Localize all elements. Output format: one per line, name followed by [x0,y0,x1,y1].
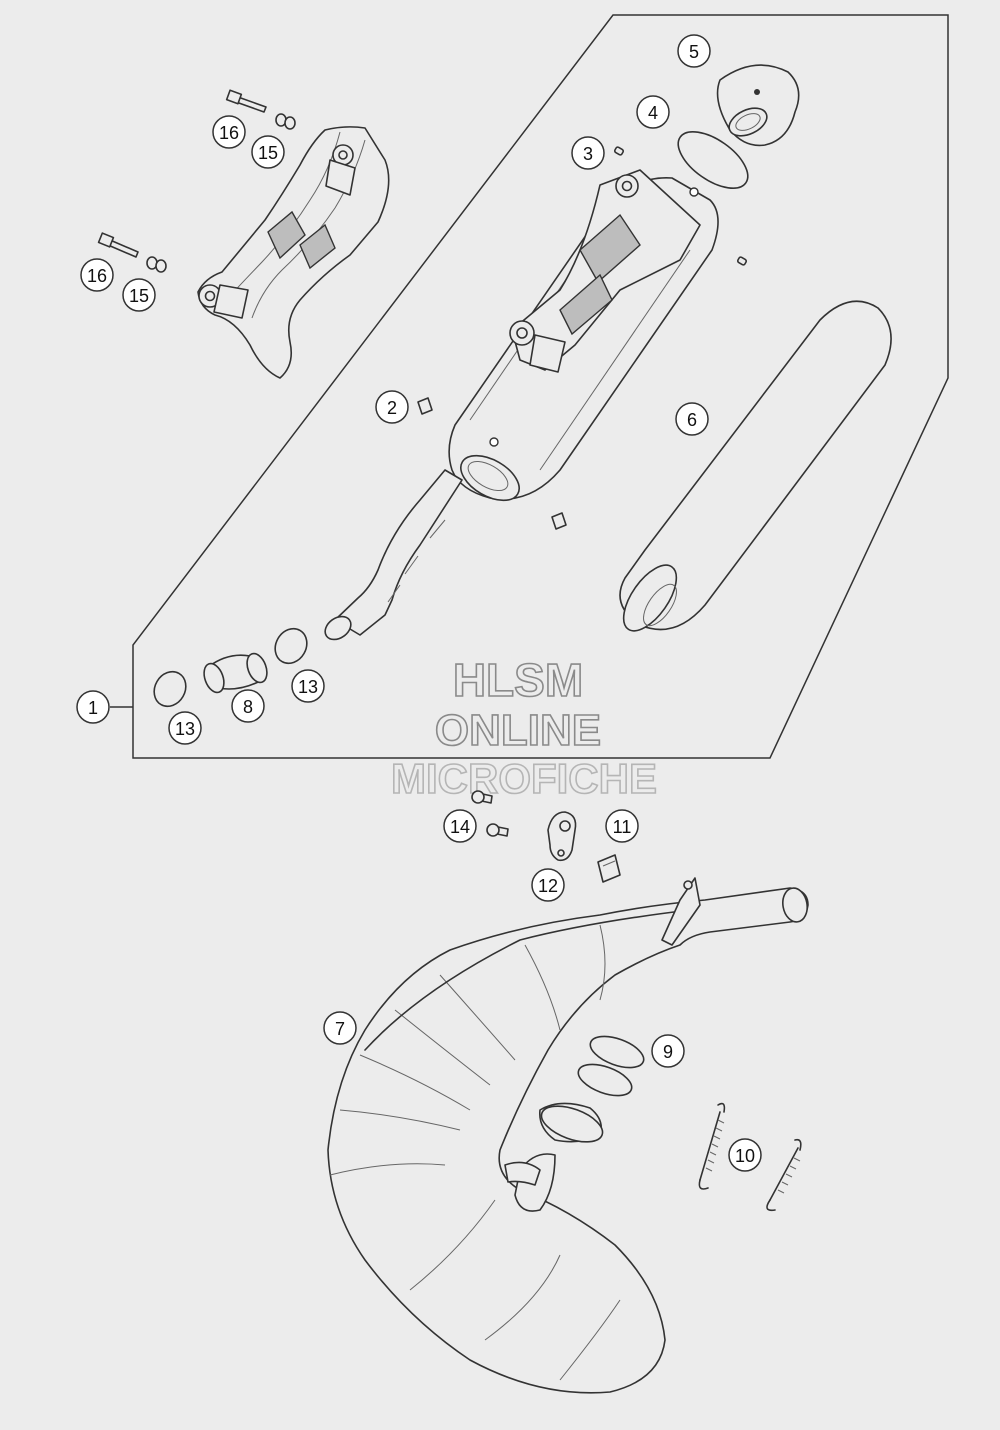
silencer-end-cap [716,64,800,147]
callout-label: 13 [298,677,318,697]
callout-label: 15 [258,143,278,163]
watermark-line-1: HLSM [453,654,583,706]
callout-c15a: 15 [251,135,285,169]
header-o-ring-upper [589,1035,645,1069]
callout-c13b: 13 [291,669,325,703]
watermark-line-2: ONLINE [435,706,601,755]
callout-circle [76,690,110,724]
heat-shield-part [197,126,390,379]
callout-circle [80,258,114,292]
callout-circle [375,390,409,424]
callout-label: 8 [243,697,253,717]
callout-circle [443,809,477,843]
callout-circle [291,669,325,703]
callout-circle [605,809,639,843]
callout-circle [636,95,670,129]
callout-label: 15 [129,286,149,306]
callout-c4: 4 [636,95,670,129]
callout-circle [251,135,285,169]
bolt-lower [97,232,139,258]
callout-circle [531,868,565,902]
callout-c6: 6 [675,402,709,436]
callout-circle [212,115,246,149]
watermark-line-3: MICROFICHE [391,755,657,802]
end-cap-gasket [677,131,749,189]
callout-label: 2 [387,398,397,418]
silencer-outer-sleeve [619,300,892,632]
callout-c16b: 16 [80,258,114,292]
callout-label: 6 [687,410,697,430]
callout-label: 10 [735,1146,755,1166]
assembly-group-outline [132,14,949,759]
callout-circle [728,1138,762,1172]
silencer-inlet-pipe [324,469,463,641]
callout-circle [651,1034,685,1068]
rivet-small [613,146,748,266]
callout-circle [675,402,709,436]
washers-upper [275,113,296,130]
silencer-body [448,169,719,502]
callout-label: 16 [87,266,107,286]
callout-label: 3 [583,144,593,164]
callout-circle [122,278,156,312]
callout-circle [571,136,605,170]
bolt-14 [471,790,509,837]
callout-label: 16 [219,123,239,143]
washers-lower [146,256,167,273]
callout-c3: 3 [571,136,605,170]
connecting-sleeve [203,652,268,694]
callout-label: 4 [648,103,658,123]
callout-label: 1 [88,698,98,718]
exhaust-header-pipe [327,877,809,1394]
callout-c11: 11 [605,809,639,843]
callout-label: 13 [175,719,195,739]
callout-c16a: 16 [212,115,246,149]
header-o-ring-lower [577,1063,633,1097]
callout-c7: 7 [323,1011,357,1045]
callout-label: 12 [538,876,558,896]
callout-label: 5 [689,42,699,62]
rivet-2 [417,397,567,530]
callout-label: 9 [663,1042,673,1062]
seal-ring-right [274,627,308,665]
callout-c13a: 13 [168,711,202,745]
callout-c5: 5 [677,34,711,68]
callout-c1: 1 [76,690,110,724]
clip-11 [597,854,621,883]
callout-c12: 12 [531,868,565,902]
callout-circle [168,711,202,745]
bracket-12 [547,811,577,862]
callout-c9: 9 [651,1034,685,1068]
bolt-upper [225,89,267,113]
exhaust-spring-right [766,1138,802,1212]
callout-c2: 2 [375,390,409,424]
callout-c10: 10 [728,1138,762,1172]
callout-label: 7 [335,1019,345,1039]
callout-label: 11 [613,817,632,837]
exhaust-spring-left [698,1102,726,1190]
callout-circle [231,689,265,723]
callout-circle [323,1011,357,1045]
callout-label: 14 [450,817,470,837]
callout-circle [677,34,711,68]
callout-c14: 14 [443,809,477,843]
callout-c8: 8 [231,689,265,723]
callout-c15b: 15 [122,278,156,312]
seal-ring-left [153,670,187,708]
